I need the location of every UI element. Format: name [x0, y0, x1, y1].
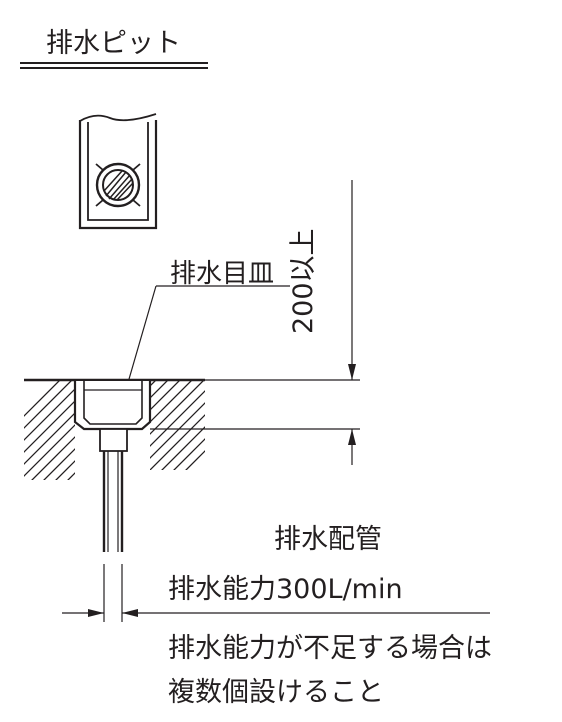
grate-outer-ring — [95, 162, 141, 208]
pit-section — [73, 381, 152, 452]
title-text: 排水ピット — [46, 28, 181, 59]
height-dimension — [150, 180, 360, 465]
capacity-label: 排水能力300L/min — [168, 574, 403, 605]
drain-pipe-label: 排水配管 — [274, 524, 382, 555]
note-line-1: 排水能力が不足する場合は — [168, 633, 492, 664]
drain-grate-label: 排水目皿 — [170, 259, 274, 289]
pit-plan-view — [78, 113, 158, 230]
note-line-2: 複数個設けること — [168, 677, 384, 708]
pipe-socket — [99, 428, 128, 452]
pipe-width-dimension — [62, 564, 490, 622]
drain-pipe — [102, 451, 124, 552]
height-dimension-label: 200以上 — [288, 228, 319, 334]
